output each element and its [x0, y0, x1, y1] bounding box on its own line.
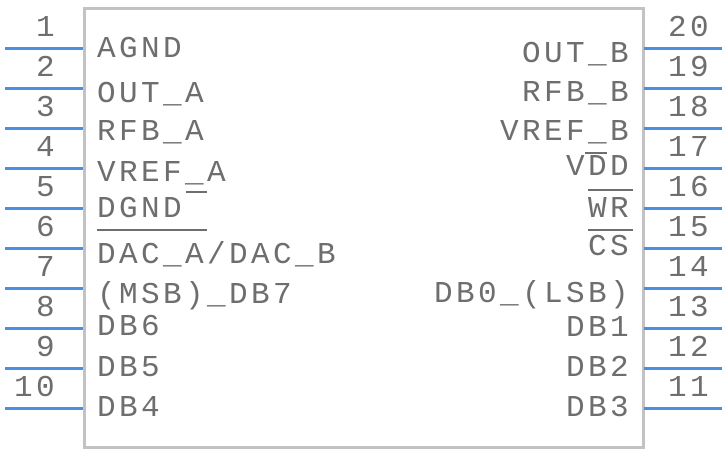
- pin-label: DGND: [97, 192, 186, 227]
- pin-number: 15: [668, 211, 713, 246]
- pin-number: 6: [35, 211, 58, 246]
- pin-label: RFB_B: [521, 76, 632, 111]
- pin-line: [644, 207, 722, 210]
- pin-number: 10: [13, 371, 58, 406]
- pin-number: 11: [668, 371, 713, 406]
- pin-line: [5, 167, 83, 170]
- pin-label: DB3: [565, 391, 632, 426]
- pin-line: [644, 367, 722, 370]
- pin-line: [5, 287, 83, 290]
- pin-number: 16: [668, 171, 713, 206]
- pin-line: [5, 247, 83, 250]
- pin-line: [5, 47, 83, 50]
- pin-label: DB4: [97, 391, 164, 426]
- pin-line: [644, 127, 722, 130]
- pin-line: [5, 127, 83, 130]
- pin-label: DB1: [565, 311, 632, 346]
- pin-number: 4: [35, 131, 58, 166]
- pin-number: 8: [35, 291, 58, 326]
- pin-label: DAC_A/DAC_B: [97, 238, 340, 273]
- pin-label: VREF_B: [499, 115, 632, 150]
- pin-number: 20: [668, 11, 713, 46]
- pin-line: [5, 87, 83, 90]
- pin-label: VDD: [565, 150, 632, 185]
- pin-label: RFB_A: [97, 115, 208, 150]
- pin-label: DB6: [97, 310, 164, 345]
- pin-label: AGND: [97, 32, 186, 67]
- pin-number: 2: [35, 51, 58, 86]
- pin-label: CS: [587, 230, 632, 265]
- pin-label: OUT_A: [97, 77, 208, 112]
- pin-label: WR: [587, 192, 632, 227]
- pin-number: 13: [668, 291, 713, 326]
- pin-label: DB5: [97, 351, 164, 386]
- pin-number: 5: [35, 171, 58, 206]
- pin-number: 14: [668, 251, 713, 286]
- pin-line: [5, 327, 83, 330]
- pin-line: [644, 327, 722, 330]
- ic-body: [83, 7, 645, 449]
- pin-number: 9: [35, 331, 58, 366]
- pin-line: [5, 367, 83, 370]
- pin-line: [5, 407, 83, 410]
- pin-number: 18: [668, 91, 713, 126]
- pin-label: DB0_(LSB): [433, 277, 632, 312]
- overline-wr: [588, 189, 633, 191]
- overline-cs: [588, 229, 633, 231]
- pin-label: VREF_A: [97, 156, 230, 191]
- pin-line: [644, 87, 722, 90]
- pin-label: OUT_B: [521, 37, 632, 72]
- pin-line: [644, 247, 722, 250]
- pin-number: 3: [35, 91, 58, 126]
- pin-number: 7: [35, 251, 58, 286]
- pin-line: [5, 207, 83, 210]
- pin-line: [644, 407, 722, 410]
- pin-label: (MSB)_DB7: [97, 278, 296, 313]
- pin-number: 1: [35, 11, 58, 46]
- overline-dac-a: [97, 229, 207, 231]
- pin-number: 17: [668, 131, 713, 166]
- pin-label: DB2: [565, 351, 632, 386]
- pin-line: [644, 167, 722, 170]
- pin-number: 19: [668, 51, 713, 86]
- pin-line: [644, 47, 722, 50]
- overline-vdd-fragment: [585, 152, 607, 154]
- pin-line: [644, 287, 722, 290]
- pin-number: 12: [668, 331, 713, 366]
- overline-dgnd-fragment: [186, 191, 207, 193]
